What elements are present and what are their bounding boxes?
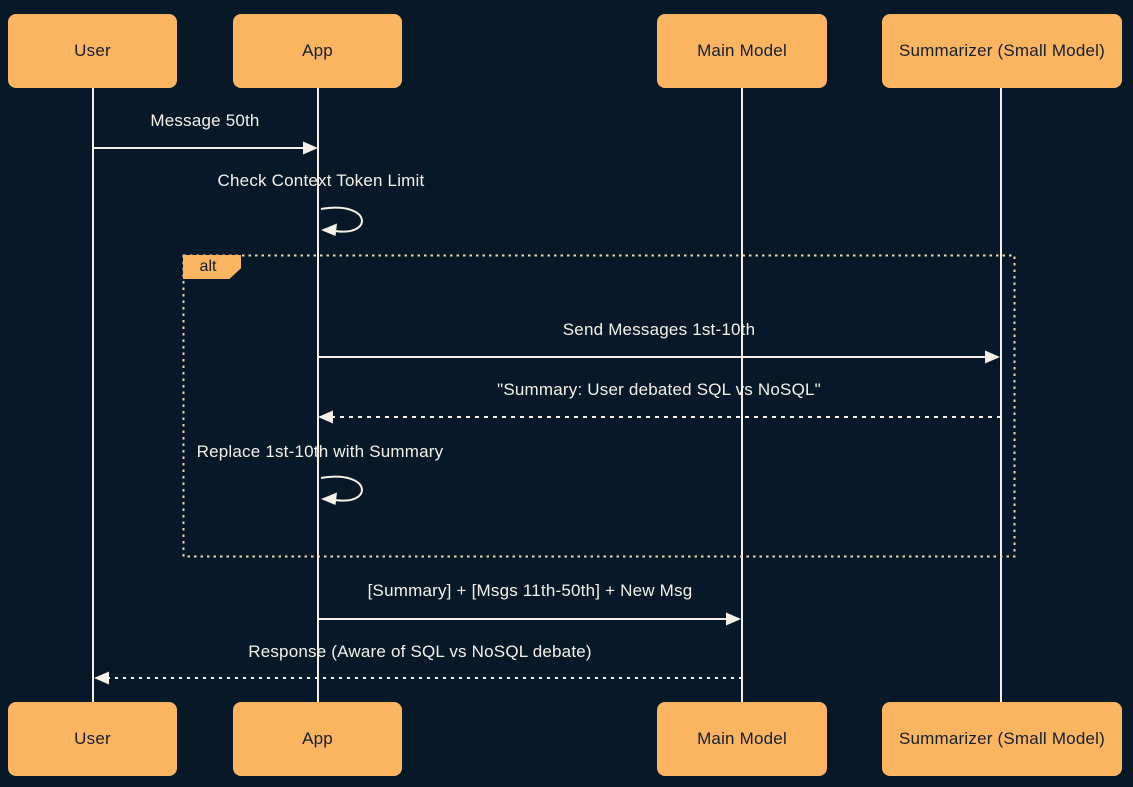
actor-label-main-model: Main Model [697, 41, 787, 60]
message-label-message-50th: Message 50th [150, 111, 260, 130]
actor-box-app-top: App [233, 14, 402, 88]
alt-fragment-label-tab: alt [183, 255, 241, 279]
actor-box-user-bottom: User [8, 702, 177, 776]
arrowhead-replace-summary [321, 492, 337, 505]
actor-label-user: User [74, 41, 111, 60]
arrowhead-response [94, 671, 109, 685]
actor-label-summarizer: Summarizer (Small Model) [898, 41, 1105, 60]
alt-fragment-border [182, 254, 1016, 558]
actor-label-app: App [302, 41, 333, 60]
self-loop-replace-summary [320, 475, 363, 502]
arrowhead-summary-plus-msgs [726, 612, 741, 626]
actor-label-summarizer: Summarizer (Small Model) [898, 729, 1105, 748]
actor-box-app-bottom: App [233, 702, 402, 776]
self-loop-check-context [320, 206, 363, 233]
actor-box-main-model-bottom: Main Model [657, 702, 827, 776]
message-label-summary-return: "Summary: User debated SQL vs NoSQL" [497, 380, 821, 399]
message-label-replace-summary: Replace 1st-10th with Summary [196, 442, 444, 461]
message-label-send-messages: Send Messages 1st-10th [562, 320, 756, 339]
arrowhead-message-50th [303, 141, 318, 155]
actor-label-user: User [74, 729, 111, 748]
message-label-response: Response (Aware of SQL vs NoSQL debate) [248, 642, 592, 661]
arrowhead-send-messages [985, 350, 1000, 364]
arrowhead-summary-return [318, 410, 333, 424]
actor-box-summarizer-top: Summarizer (Small Model) [882, 14, 1122, 88]
actor-box-main-model-top: Main Model [657, 14, 827, 88]
arrowhead-check-context [321, 223, 337, 236]
alt-fragment-label: alt [199, 258, 217, 275]
actor-box-user-top: User [8, 14, 177, 88]
message-label-summary-plus-msgs: [Summary] + [Msgs 11th-50th] + New Msg [367, 581, 693, 600]
actor-label-app: App [302, 729, 333, 748]
message-label-check-context: Check Context Token Limit [217, 171, 425, 190]
actor-label-main-model: Main Model [697, 729, 787, 748]
actor-box-summarizer-bottom: Summarizer (Small Model) [882, 702, 1122, 776]
